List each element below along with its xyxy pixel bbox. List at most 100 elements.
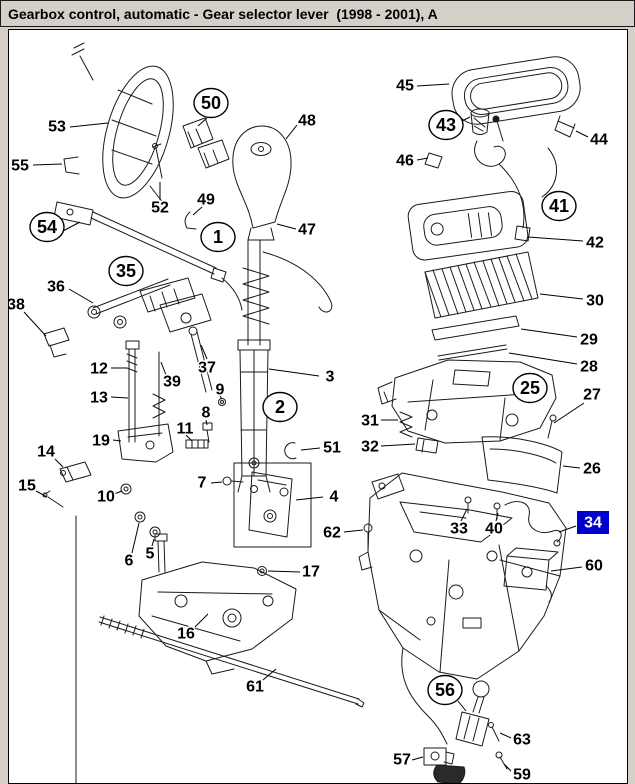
part-label-16[interactable]: 16: [176, 624, 197, 644]
part-label-34[interactable]: 34: [577, 511, 609, 534]
assembly-balloon-54[interactable]: 54: [29, 211, 65, 243]
part-35-linkage: [87, 277, 212, 333]
part-label-12[interactable]: 12: [89, 359, 110, 379]
part-number-10: 10: [97, 489, 115, 506]
part-label-13[interactable]: 13: [89, 388, 110, 408]
part-label-32[interactable]: 32: [360, 437, 381, 457]
part-label-15[interactable]: 15: [17, 476, 38, 496]
assembly-balloon-41[interactable]: 41: [541, 190, 577, 222]
part-38-bracket: [43, 327, 70, 358]
part-label-10[interactable]: 10: [96, 487, 117, 507]
part-53-handle: [102, 65, 174, 211]
part-label-48[interactable]: 48: [297, 111, 318, 131]
part-number-40: 40: [485, 521, 503, 538]
part-number-37: 37: [198, 360, 216, 377]
part-label-8[interactable]: 8: [200, 403, 212, 423]
part-27-bolt: [547, 414, 557, 439]
part-label-37[interactable]: 37: [197, 358, 218, 378]
leader-line-9: [219, 395, 223, 400]
part-14-damper: [59, 461, 92, 483]
assembly-balloon-56[interactable]: 56: [427, 674, 463, 706]
part-number-49: 49: [197, 192, 215, 209]
part-label-26[interactable]: 26: [582, 459, 603, 479]
part-label-59[interactable]: 59: [512, 765, 533, 784]
part-59-screw: [495, 751, 508, 770]
part-label-5[interactable]: 5: [144, 544, 156, 564]
leader-line-13: [110, 396, 129, 399]
leader-line-17: [267, 570, 301, 573]
part-label-55[interactable]: 55: [10, 156, 31, 176]
part-label-51[interactable]: 51: [322, 438, 343, 458]
part-label-17[interactable]: 17: [301, 562, 322, 582]
part-12-bolt: [125, 340, 140, 443]
part-label-47[interactable]: 47: [297, 220, 318, 240]
part-label-49[interactable]: 49: [196, 190, 217, 210]
part-29-strip: [431, 315, 520, 341]
leader-line-32: [380, 443, 416, 447]
part-label-44[interactable]: 44: [589, 130, 610, 150]
part-number-62: 62: [323, 525, 341, 542]
assembly-balloon-50[interactable]: 50: [193, 87, 229, 119]
part-label-38[interactable]: 38: [9, 295, 27, 315]
part-label-19[interactable]: 19: [91, 431, 112, 451]
part-15-screw: [42, 490, 64, 508]
part-label-7[interactable]: 7: [196, 473, 208, 493]
part-label-52[interactable]: 52: [150, 198, 171, 218]
leader-line-7: [210, 481, 223, 484]
part-label-36[interactable]: 36: [46, 277, 67, 297]
leader-line-55: [32, 163, 63, 166]
part-label-6[interactable]: 6: [123, 551, 135, 571]
part-9-washer: [218, 398, 226, 406]
part-number-30: 30: [586, 293, 604, 310]
part-label-11[interactable]: 11: [175, 419, 195, 439]
leader-line-30: [539, 293, 584, 300]
assembly-balloon-2[interactable]: 2: [262, 391, 298, 423]
leader-line-57: [411, 756, 424, 761]
part-label-3[interactable]: 3: [324, 367, 336, 387]
leader-line-27: [553, 402, 585, 424]
leader-line-19: [112, 439, 122, 442]
part-17-bolt: [257, 566, 267, 576]
assembly-balloon-25[interactable]: 25: [512, 372, 548, 404]
part-label-27[interactable]: 27: [582, 385, 603, 405]
part-label-14[interactable]: 14: [36, 442, 57, 462]
part-number-44: 44: [590, 132, 608, 149]
part-number-6: 6: [125, 553, 134, 570]
part-label-45[interactable]: 45: [395, 76, 416, 96]
part-label-30[interactable]: 30: [585, 291, 606, 311]
part-label-53[interactable]: 53: [47, 117, 68, 137]
part-label-9[interactable]: 9: [214, 380, 226, 400]
part-label-29[interactable]: 29: [579, 330, 600, 350]
leader-line-29: [520, 328, 578, 338]
part-label-62[interactable]: 62: [322, 523, 343, 543]
part-label-61[interactable]: 61: [245, 677, 266, 697]
leader-line-53: [69, 122, 109, 128]
part-10-nut: [120, 483, 132, 495]
part-label-33[interactable]: 33: [449, 519, 470, 539]
part-number-43: 43: [436, 115, 456, 135]
part-label-4[interactable]: 4: [328, 487, 340, 507]
part-number-35: 35: [116, 261, 136, 281]
part-label-42[interactable]: 42: [585, 233, 606, 253]
assembly-balloon-35[interactable]: 35: [108, 255, 144, 287]
leader-line-56: [457, 700, 467, 712]
part-4-bracket-box: [233, 462, 312, 548]
part-label-39[interactable]: 39: [162, 372, 183, 392]
part-label-28[interactable]: 28: [579, 357, 600, 377]
part-number-36: 36: [47, 279, 65, 296]
leader-line-48: [285, 124, 298, 140]
part-number-56: 56: [435, 680, 455, 700]
part-label-40[interactable]: 40: [484, 519, 505, 539]
part-label-46[interactable]: 46: [395, 151, 416, 171]
part-label-63[interactable]: 63: [512, 730, 533, 750]
part-37-lever: [188, 326, 213, 393]
part-7-bolt: [222, 476, 244, 486]
part-57-connector: [423, 747, 455, 766]
assembly-balloon-1[interactable]: 1: [200, 221, 236, 253]
part-label-60[interactable]: 60: [584, 556, 605, 576]
assembly-balloon-43[interactable]: 43: [428, 109, 464, 141]
page-title: Gearbox control, automatic - Gear select…: [8, 5, 438, 22]
part-label-57[interactable]: 57: [392, 750, 413, 770]
part-label-31[interactable]: 31: [360, 411, 381, 431]
exploded-drawing: [42, 42, 581, 783]
